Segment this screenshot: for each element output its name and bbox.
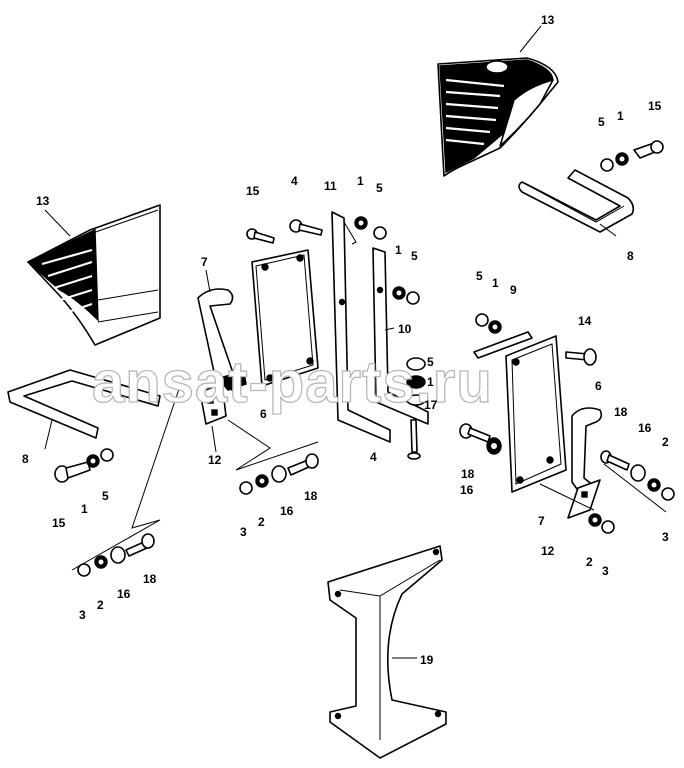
callout-label: 15 — [648, 99, 662, 113]
callout-label: 16 — [280, 504, 294, 518]
callout-label: 1 — [81, 502, 88, 516]
part-6-panel-middle — [251, 249, 319, 387]
hardware-stack-5-1-17 — [406, 357, 426, 406]
callout-label: 4 — [370, 450, 377, 464]
callout-leaders — [44, 25, 617, 659]
part-7-arm-right — [571, 407, 603, 497]
hardware-middle-3-2-16-18 — [239, 453, 319, 495]
watermark-text: ansat-parts.ru — [92, 350, 493, 415]
part-11-bracket — [331, 211, 391, 443]
callout-label: 1 — [492, 276, 499, 290]
callout-label: 7 — [538, 514, 545, 528]
callout-label: 15 — [246, 184, 260, 198]
callout-label: 5 — [598, 115, 605, 129]
part-8-ubracket-left — [7, 369, 161, 439]
callout-label: 3 — [79, 608, 86, 622]
callout-label: 16 — [117, 587, 131, 601]
part-19-support — [327, 545, 447, 759]
callout-label: 8 — [22, 452, 29, 466]
callout-label: 1 — [357, 174, 364, 188]
callout-label: 1 — [395, 243, 402, 257]
callout-labels: 13 5 1 15 8 15 4 11 1 5 1 5 13 7 5 1 9 1… — [22, 13, 669, 667]
bolt-14 — [565, 348, 597, 366]
callout-label: 1 — [427, 375, 434, 389]
callout-label: 11 — [324, 179, 337, 193]
callout-label: 5 — [427, 355, 434, 369]
callout-label: 4 — [291, 174, 298, 188]
callout-label: 5 — [376, 181, 383, 195]
callout-label: 3 — [240, 525, 247, 539]
callout-label: 13 — [36, 194, 50, 208]
part-13-shroud-top-right — [437, 57, 559, 177]
part-12-plate-middle — [199, 383, 227, 425]
callout-label: 14 — [578, 314, 592, 328]
callout-label: 18 — [143, 572, 157, 586]
callout-label: 5 — [411, 249, 418, 263]
hardware-bottom-left-3-2-16-18 — [77, 533, 155, 577]
callout-label: 6 — [595, 379, 602, 393]
callout-label: 15 — [52, 516, 66, 530]
callout-label: 2 — [97, 598, 104, 612]
leader-lines-right — [539, 463, 667, 513]
callout-label: 8 — [627, 249, 634, 263]
hardware-right-panel-18-16 — [459, 423, 502, 455]
hardware-left — [54, 448, 114, 483]
hardware-right-18-16-2-3 — [588, 450, 675, 534]
callout-label: 18 — [461, 467, 475, 481]
part-9-strip — [473, 313, 533, 359]
hardware-top-right — [600, 140, 664, 172]
part-12-plate-right — [567, 479, 601, 519]
callout-label: 12 — [541, 544, 555, 558]
part-7-arm-middle — [197, 288, 247, 391]
part-6-panel-right — [505, 335, 567, 493]
callout-label: 2 — [258, 515, 265, 529]
callout-label: 16 — [460, 483, 474, 497]
callout-label: 19 — [420, 653, 434, 667]
callout-label: 10 — [398, 322, 412, 336]
callout-label: 2 — [662, 435, 669, 449]
callout-label: 16 — [638, 421, 652, 435]
callout-label: 3 — [602, 564, 609, 578]
callout-label: 18 — [614, 405, 628, 419]
callout-label: 1 — [617, 109, 624, 123]
callout-label: 17 — [424, 398, 438, 412]
callout-label: 7 — [201, 255, 208, 269]
callout-label: 9 — [510, 283, 517, 297]
bolts-upper-middle — [246, 216, 420, 305]
callout-label: 5 — [476, 269, 483, 283]
leader-lines-middle — [71, 385, 319, 571]
bolt-4-lower — [407, 419, 421, 460]
part-8-ubracket-right — [518, 169, 635, 233]
callout-label: 6 — [260, 407, 267, 421]
callout-label: 5 — [102, 489, 109, 503]
callout-label: 3 — [662, 530, 669, 544]
part-10-bracket — [372, 247, 429, 425]
callout-label: 18 — [304, 489, 318, 503]
callout-label: 12 — [208, 453, 222, 467]
callout-label: 13 — [541, 13, 555, 27]
part-13-shroud-left — [26, 204, 161, 346]
callout-label: 2 — [586, 555, 593, 569]
